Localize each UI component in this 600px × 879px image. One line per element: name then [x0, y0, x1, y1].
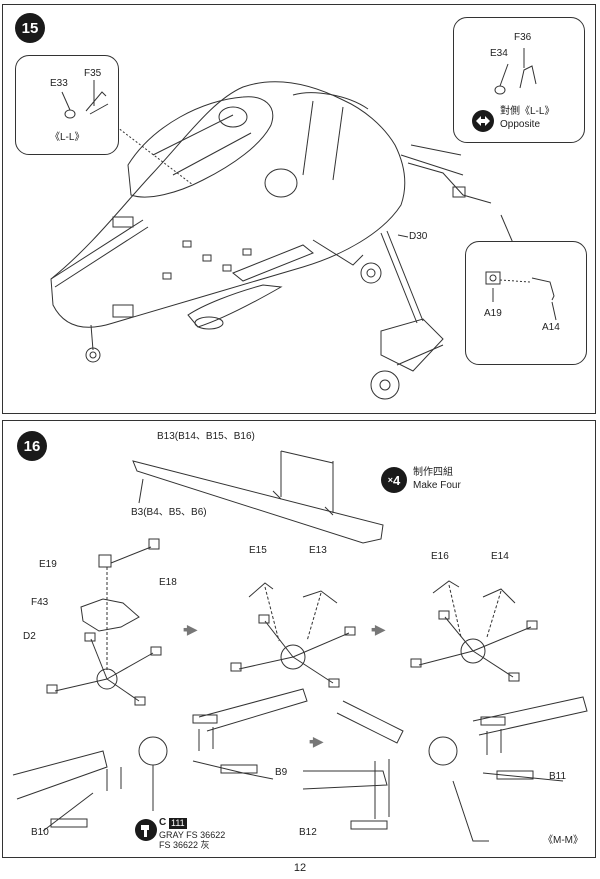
part-label-e19: E19: [39, 559, 57, 570]
callout-right-opposite: E34 F36 對側《L-L》 Opposite: [453, 17, 585, 143]
paint-line-2: FS 36622 灰: [159, 840, 210, 850]
next-step-arrow-3: ▪▪▶: [309, 733, 324, 749]
paint-brush-icon: [135, 819, 157, 841]
hose-parts-drawing: [485, 271, 557, 321]
next-step-arrow-2: ▪▪▶: [371, 621, 386, 637]
part-label-d2: D2: [23, 631, 36, 642]
part-label-b11: B11: [549, 771, 567, 782]
callout-left-l-l: E33 F35 《L-L》: [15, 55, 119, 155]
antenna-parts-opposite-drawing: [494, 48, 537, 95]
part-label-e14: E14: [491, 551, 509, 562]
repeat-label-cn: 制作四組: [413, 467, 453, 478]
part-label-a19: A19: [484, 308, 502, 319]
step-15-panel: 15: [2, 4, 596, 414]
paint-code: C: [159, 817, 167, 828]
part-label-b3-group: B3(B4、B5、B6): [131, 507, 207, 518]
part-label-a14: A14: [542, 322, 560, 333]
repeat-count: 4: [393, 472, 401, 488]
part-label-e13: E13: [309, 545, 327, 556]
view-note-l-l: 《L-L》: [50, 132, 85, 143]
opposite-label-cn: 對側《L-L》: [500, 106, 555, 117]
part-label-b10: B10: [31, 827, 49, 838]
part-label-f35: F35: [84, 68, 102, 79]
helicopter-fuselage-drawing: [50, 81, 514, 400]
rotor-assembly-drawing: [12, 450, 588, 842]
view-note-m-m: 《M-M》: [543, 835, 583, 846]
callout-hose-detail: A19 A14: [465, 241, 587, 365]
part-label-e16: E16: [431, 551, 449, 562]
page-number: 12: [293, 862, 307, 874]
part-label-b9: B9: [275, 767, 288, 778]
part-label-d30: D30: [409, 231, 428, 242]
step-number-badge: 16: [17, 431, 47, 461]
paint-ref: 111: [169, 818, 187, 829]
part-label-e34: E34: [490, 48, 508, 59]
antenna-parts-drawing: [61, 80, 109, 119]
part-label-e15: E15: [249, 545, 267, 556]
part-label-b12: B12: [299, 827, 317, 838]
part-label-e18: E18: [159, 577, 177, 588]
opposite-side-icon: [472, 110, 494, 132]
part-label-f43: F43: [31, 597, 49, 608]
repeat-label-en: Make Four: [413, 480, 461, 491]
part-label-f36: F36: [514, 32, 532, 43]
next-step-arrow-1: ▪▪▶: [183, 621, 198, 637]
make-four-icon: ×4: [381, 467, 407, 493]
step-number-badge: 15: [15, 13, 45, 43]
part-label-b13-group: B13(B14、B15、B16): [157, 431, 255, 442]
paint-line-1: GRAY FS 36622: [159, 830, 226, 840]
step-16-panel: 16: [2, 420, 596, 858]
opposite-label-en: Opposite: [500, 119, 541, 130]
part-label-e33: E33: [50, 78, 68, 89]
